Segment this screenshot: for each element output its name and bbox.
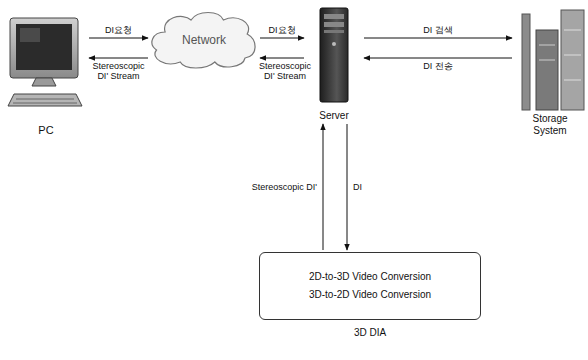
storage-rack bbox=[522, 14, 530, 110]
cabinet-stripe bbox=[539, 60, 555, 61]
edge-label: DI bbox=[352, 182, 363, 192]
cloud-shape bbox=[152, 13, 255, 69]
screen-glare bbox=[20, 28, 40, 42]
cabinet-stripe bbox=[539, 45, 555, 46]
arrow-connector bbox=[364, 38, 512, 39]
keyboard bbox=[8, 94, 82, 106]
drive-bay bbox=[324, 14, 344, 19]
arrow-connector bbox=[260, 38, 304, 39]
power-button bbox=[332, 42, 336, 46]
pc-illustration bbox=[8, 18, 82, 106]
monitor-case bbox=[10, 18, 78, 78]
keyboard-keys bbox=[16, 99, 74, 100]
storage-node: Storage System bbox=[514, 5, 586, 137]
edge-label: Stereoscopic DI' Stream bbox=[87, 61, 151, 82]
network-cloud: Network bbox=[150, 10, 258, 70]
keyboard-keys bbox=[13, 103, 77, 104]
edge-label: DI요청 bbox=[104, 25, 133, 35]
edge-label: DI 전송 bbox=[422, 61, 454, 71]
node-label: Network bbox=[182, 33, 226, 47]
drive-bay bbox=[324, 30, 344, 33]
edge-label: DI 검색 bbox=[422, 25, 454, 35]
storage-cabinet bbox=[561, 10, 584, 110]
cabinet-stripe bbox=[564, 55, 581, 56]
cabinet-stripe bbox=[564, 80, 581, 81]
cabinet-stripe bbox=[564, 30, 581, 31]
connectors bbox=[89, 38, 512, 250]
node-label: 2D-to-3D Video Conversion bbox=[309, 271, 431, 283]
monitor-screen bbox=[16, 24, 72, 70]
arrow-connector bbox=[347, 124, 348, 250]
storage-cabinet bbox=[536, 30, 558, 110]
arrow-connector bbox=[260, 58, 304, 59]
monitor-stand bbox=[32, 78, 56, 86]
edge-label: DI요청 bbox=[268, 25, 297, 35]
drive-bay bbox=[324, 22, 344, 27]
edge-label: Stereoscopic DI' bbox=[251, 182, 318, 192]
server-tower bbox=[320, 8, 348, 102]
node-label: PC bbox=[38, 124, 53, 137]
arrow-connector bbox=[89, 58, 148, 59]
storage-illustration bbox=[522, 10, 584, 110]
pc-node: PC bbox=[5, 15, 87, 137]
edge-label: Stereoscopic DI' Stream bbox=[253, 61, 317, 82]
arrow-connector bbox=[323, 124, 324, 250]
node-label: 3D-to-2D Video Conversion bbox=[309, 289, 431, 301]
box-heading: 3D DIA bbox=[266, 327, 474, 339]
arrow-connector bbox=[89, 38, 148, 39]
node-label: Storage System bbox=[522, 113, 578, 137]
arrow-connector bbox=[364, 58, 512, 59]
dia-box: 2D-to-3D Video Conversion 3D-to-2D Video … bbox=[259, 252, 481, 320]
server-illustration bbox=[320, 8, 348, 102]
node-label: Server bbox=[319, 110, 348, 122]
